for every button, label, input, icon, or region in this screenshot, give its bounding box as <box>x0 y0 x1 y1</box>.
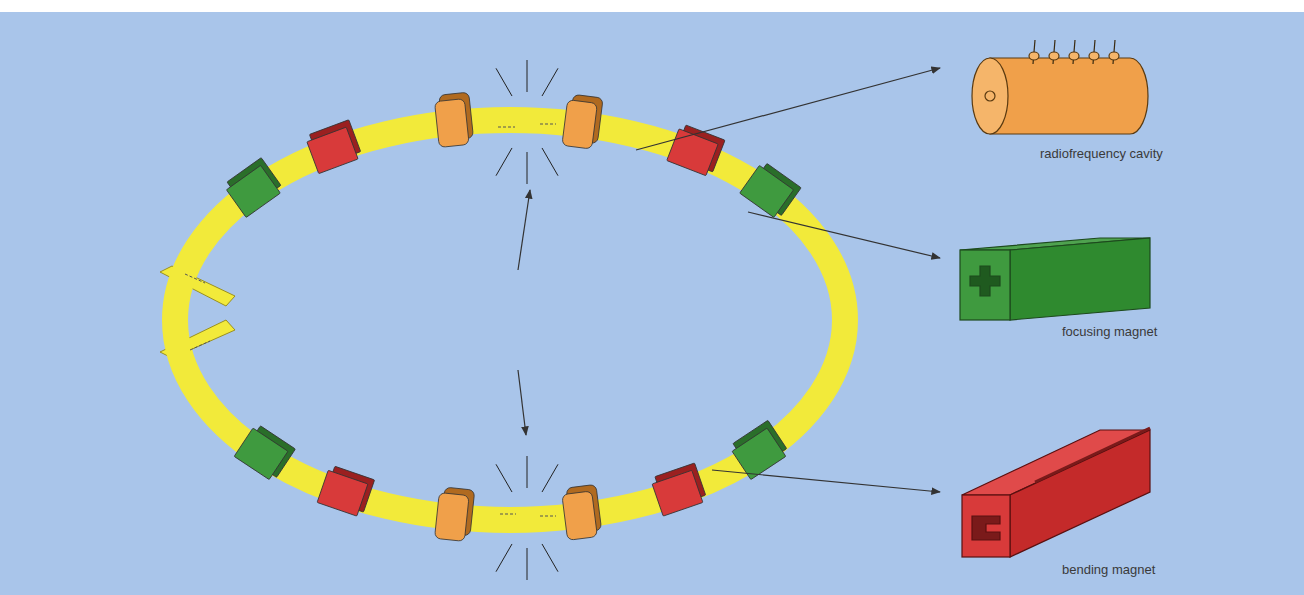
beam-mark <box>190 341 210 350</box>
ring-component <box>435 487 475 542</box>
collision-spark <box>527 548 528 580</box>
ring-component <box>740 161 801 221</box>
ring-component <box>305 120 363 174</box>
collision-spark <box>542 544 558 572</box>
part-label: radiofrequency cavity <box>1040 146 1163 161</box>
background <box>0 12 1304 595</box>
ring-component <box>729 420 790 479</box>
ring-component <box>667 123 725 177</box>
collision-spark <box>496 68 512 96</box>
ring-component <box>561 484 602 540</box>
ring-component <box>434 92 474 147</box>
bending-magnet-icon <box>962 428 1150 557</box>
leader-line <box>712 470 940 492</box>
focusing-magnet-icon <box>960 238 1150 320</box>
beam-mark <box>500 514 516 515</box>
beam-mark <box>540 516 556 517</box>
pointer-arrow <box>518 370 526 435</box>
ring-component <box>317 465 374 518</box>
collision-spark <box>542 148 558 176</box>
ring-component <box>562 94 603 150</box>
leader-line <box>636 68 940 150</box>
ring-component <box>234 423 295 482</box>
collision-spark <box>527 60 528 92</box>
beam-mark <box>540 124 556 125</box>
beam-mark <box>498 127 515 128</box>
radiofrequency-cavity-icon <box>972 40 1148 134</box>
ring-component <box>650 463 707 516</box>
collision-spark <box>496 464 512 492</box>
pointer-arrow <box>518 190 530 270</box>
collision-spark <box>496 148 512 176</box>
beam-mark <box>185 274 205 283</box>
part-label: focusing magnet <box>1062 324 1157 339</box>
leader-line <box>748 212 940 258</box>
collision-spark <box>542 464 558 492</box>
collision-spark <box>527 456 528 488</box>
storage-ring <box>160 60 845 580</box>
collision-spark <box>496 544 512 572</box>
part-label: bending magnet <box>1062 562 1155 577</box>
ring-band <box>175 120 845 520</box>
collision-spark <box>542 68 558 96</box>
collision-spark <box>527 152 528 184</box>
ring-component <box>223 158 284 218</box>
